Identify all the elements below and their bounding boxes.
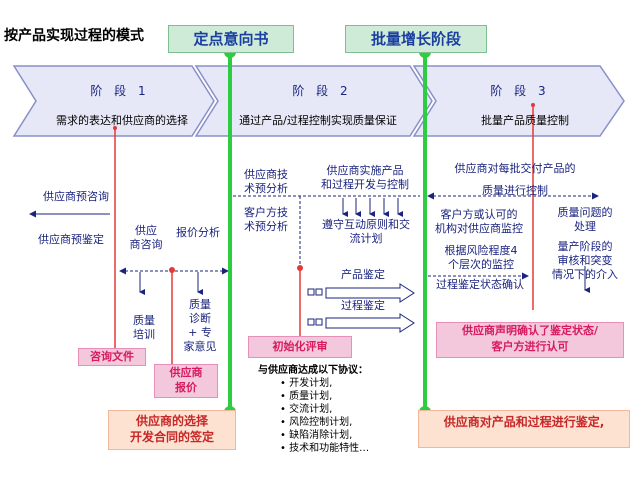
agreement-item: • 质量计划, [280, 391, 333, 402]
supplier-tech-2: 术预分析 [244, 182, 288, 195]
phase-1-name: 阶 段 1 [90, 84, 150, 98]
per-batch-1: 供应商对每批交付产品的 [454, 162, 576, 175]
bottom-left-2: 开发合同的签定 [129, 430, 214, 444]
supplier-precert: 供应商预鉴定 [38, 233, 104, 246]
phase-2-desc: 通过产品/过程控制实现质量保证 [239, 114, 397, 127]
supplier-declare-1: 供应商声明确认了鉴定状态/ [461, 324, 599, 337]
agreement-item-text: 风险控制计划, [289, 417, 353, 428]
consult-doc-box: 咨询文件 [78, 348, 146, 366]
milestone-right-tag: 批量增长阶段 [345, 25, 487, 53]
quote-analysis: 报价分析 [176, 226, 220, 239]
phase-3-name: 阶 段 3 [490, 84, 550, 98]
bottom-left-1: 供应商的选择 [135, 414, 208, 428]
agreement-item-text: 交流计划, [289, 404, 333, 415]
quality-training-1: 质量 [133, 314, 155, 327]
consult-doc-label: 咨询文件 [90, 350, 134, 363]
initial-review-label: 初始化评审 [272, 340, 328, 353]
customer-recog-1: 客户方或认可的 [440, 208, 518, 221]
agreement-item: • 风险控制计划, [280, 417, 353, 428]
quality-diag-1: 质量 [189, 298, 211, 311]
initial-review-box: 初始化评审 [248, 336, 352, 358]
per-batch-2: 质量进行控制 [482, 184, 548, 197]
quality-diag-4: 家意见 [183, 340, 217, 353]
supplier-declare-2: 客户方进行认可 [491, 340, 569, 353]
supplier-declare-box: 供应商声明确认了鉴定状态/ 客户方进行认可 [436, 322, 624, 358]
risk-2: 个层次的监控 [448, 258, 514, 271]
mutual-1: 遵守互动原则和交 [322, 218, 410, 231]
risk-1: 根据风险程度4 [444, 244, 518, 257]
agreement-item: • 缺陷消除计划, [280, 430, 353, 441]
supplier-quote-2: 报价 [175, 381, 197, 394]
agreement-item: • 技术和功能特性… [280, 443, 370, 454]
phase-1-desc: 需求的表达和供应商的选择 [56, 114, 188, 127]
customer-tech-2: 术预分析 [244, 220, 288, 233]
mass-3: 情况下的介入 [552, 268, 618, 281]
process-cert-label: 过程鉴定 [341, 299, 385, 312]
bottom-left-box: 供应商的选择 开发合同的签定 [108, 410, 236, 450]
product-cert-arrow [325, 283, 415, 303]
process-status: 过程鉴定状态确认 [436, 278, 524, 291]
quality-diag-3: + 专 [188, 326, 212, 339]
agreement-item-text: 技术和功能特性… [289, 443, 370, 454]
customer-tech-1: 客户方技 [244, 206, 288, 219]
quality-issue-1: 质量问题的 [557, 206, 613, 219]
phase-1-chevron [12, 65, 215, 137]
quality-issue-2: 处理 [574, 220, 596, 233]
bottom-right-1: 供应商对产品和过程进行鉴定, [443, 415, 605, 429]
supplier-quote-1: 供应商 [169, 366, 203, 379]
agreement-block: 与供应商达成以下协议： • 开发计划, • 质量计划, • 交流计划, • 风险… [258, 364, 398, 455]
agreement-item: • 交流计划, [280, 404, 333, 415]
agreement-item-text: 质量计划, [289, 391, 333, 402]
product-cert-label: 产品鉴定 [341, 268, 385, 281]
phase-2-name: 阶 段 2 [292, 84, 352, 98]
phase-2-chevron [194, 65, 433, 137]
supplier-inquiry: 供应商预咨询 [43, 190, 109, 203]
agreement-item: • 开发计划, [280, 378, 333, 389]
page-title: 按产品实现过程的模式 [4, 28, 144, 44]
supplier-consult-1: 供应 [135, 224, 157, 237]
milestone-left-tag: 定点意向书 [168, 25, 294, 53]
supplier-impl-1: 供应商实施产品 [326, 164, 404, 177]
supplier-consult-2: 商咨询 [129, 238, 163, 251]
customer-recog-2: 机构对供应商监控 [435, 222, 523, 235]
supplier-tech-1: 供应商技 [244, 168, 288, 181]
supplier-quote-box: 供应商 报价 [154, 364, 218, 398]
mass-1: 量产阶段的 [557, 240, 613, 253]
quality-diag-2: 诊断 [189, 312, 211, 325]
agreement-item-text: 开发计划, [289, 378, 333, 389]
agreement-item-text: 缺陷消除计划, [289, 430, 353, 441]
bottom-right-box: 供应商对产品和过程进行鉴定, [418, 410, 630, 448]
supplier-impl-2: 和过程开发与控制 [321, 178, 409, 191]
phase-3-desc: 批量产品质量控制 [481, 114, 569, 127]
process-cert-arrow [325, 313, 415, 333]
phase-3-chevron [412, 65, 625, 137]
agreement-title: 与供应商达成以下协议： [258, 365, 368, 376]
quality-training-2: 培训 [133, 328, 155, 341]
mutual-2: 流计划 [349, 232, 383, 245]
mass-2: 审核和突变 [557, 254, 613, 267]
